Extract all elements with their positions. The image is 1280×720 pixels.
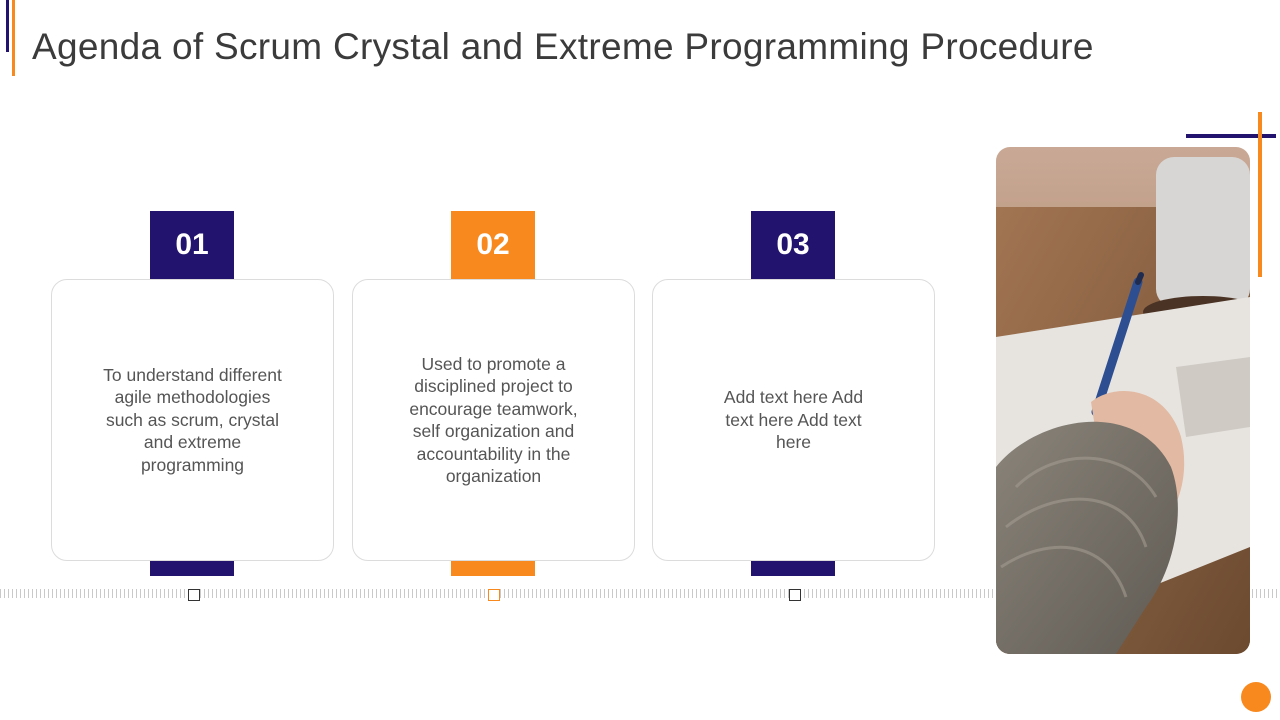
- decor-orange-dot: [1241, 682, 1271, 712]
- decor-line-orange: [1258, 112, 1262, 277]
- agenda-text-3: Add text here Add text here Add text her…: [723, 387, 864, 453]
- title-accent-bar-orange: [12, 0, 15, 76]
- agenda-card-1: To understand different agile methodolog…: [51, 279, 334, 561]
- agenda-text-2: Used to promote a disciplined project to…: [409, 353, 578, 487]
- timeline-marker-1: [188, 589, 200, 601]
- timeline-marker-3: [789, 589, 801, 601]
- decor-line-navy: [1186, 134, 1276, 138]
- agenda-item-3: 03 Add text here Add text here Add text …: [652, 211, 937, 576]
- agenda-number-1: 01: [150, 211, 234, 279]
- agenda-card-3: Add text here Add text here Add text her…: [652, 279, 935, 561]
- agenda-bottom-tab-2: [451, 560, 535, 576]
- agenda-item-2: 02 Used to promote a disciplined project…: [352, 211, 637, 576]
- agenda-item-1: 01 To understand different agile methodo…: [51, 211, 336, 576]
- agenda-bottom-tab-3: [751, 560, 835, 576]
- title-accent-bar-navy: [6, 0, 9, 52]
- photo-hand-writing-icon: [996, 147, 1250, 654]
- timeline-ruler: [0, 589, 1280, 598]
- agenda-bottom-tab-1: [150, 560, 234, 576]
- photo-hand-writing: [996, 147, 1250, 654]
- agenda-number-3: 03: [751, 211, 835, 279]
- agenda-text-1: To understand different agile methodolog…: [103, 364, 282, 475]
- agenda-number-2: 02: [451, 211, 535, 279]
- agenda-card-2: Used to promote a disciplined project to…: [352, 279, 635, 561]
- slide-title: Agenda of Scrum Crystal and Extreme Prog…: [32, 26, 1094, 67]
- timeline-marker-2: [488, 589, 500, 601]
